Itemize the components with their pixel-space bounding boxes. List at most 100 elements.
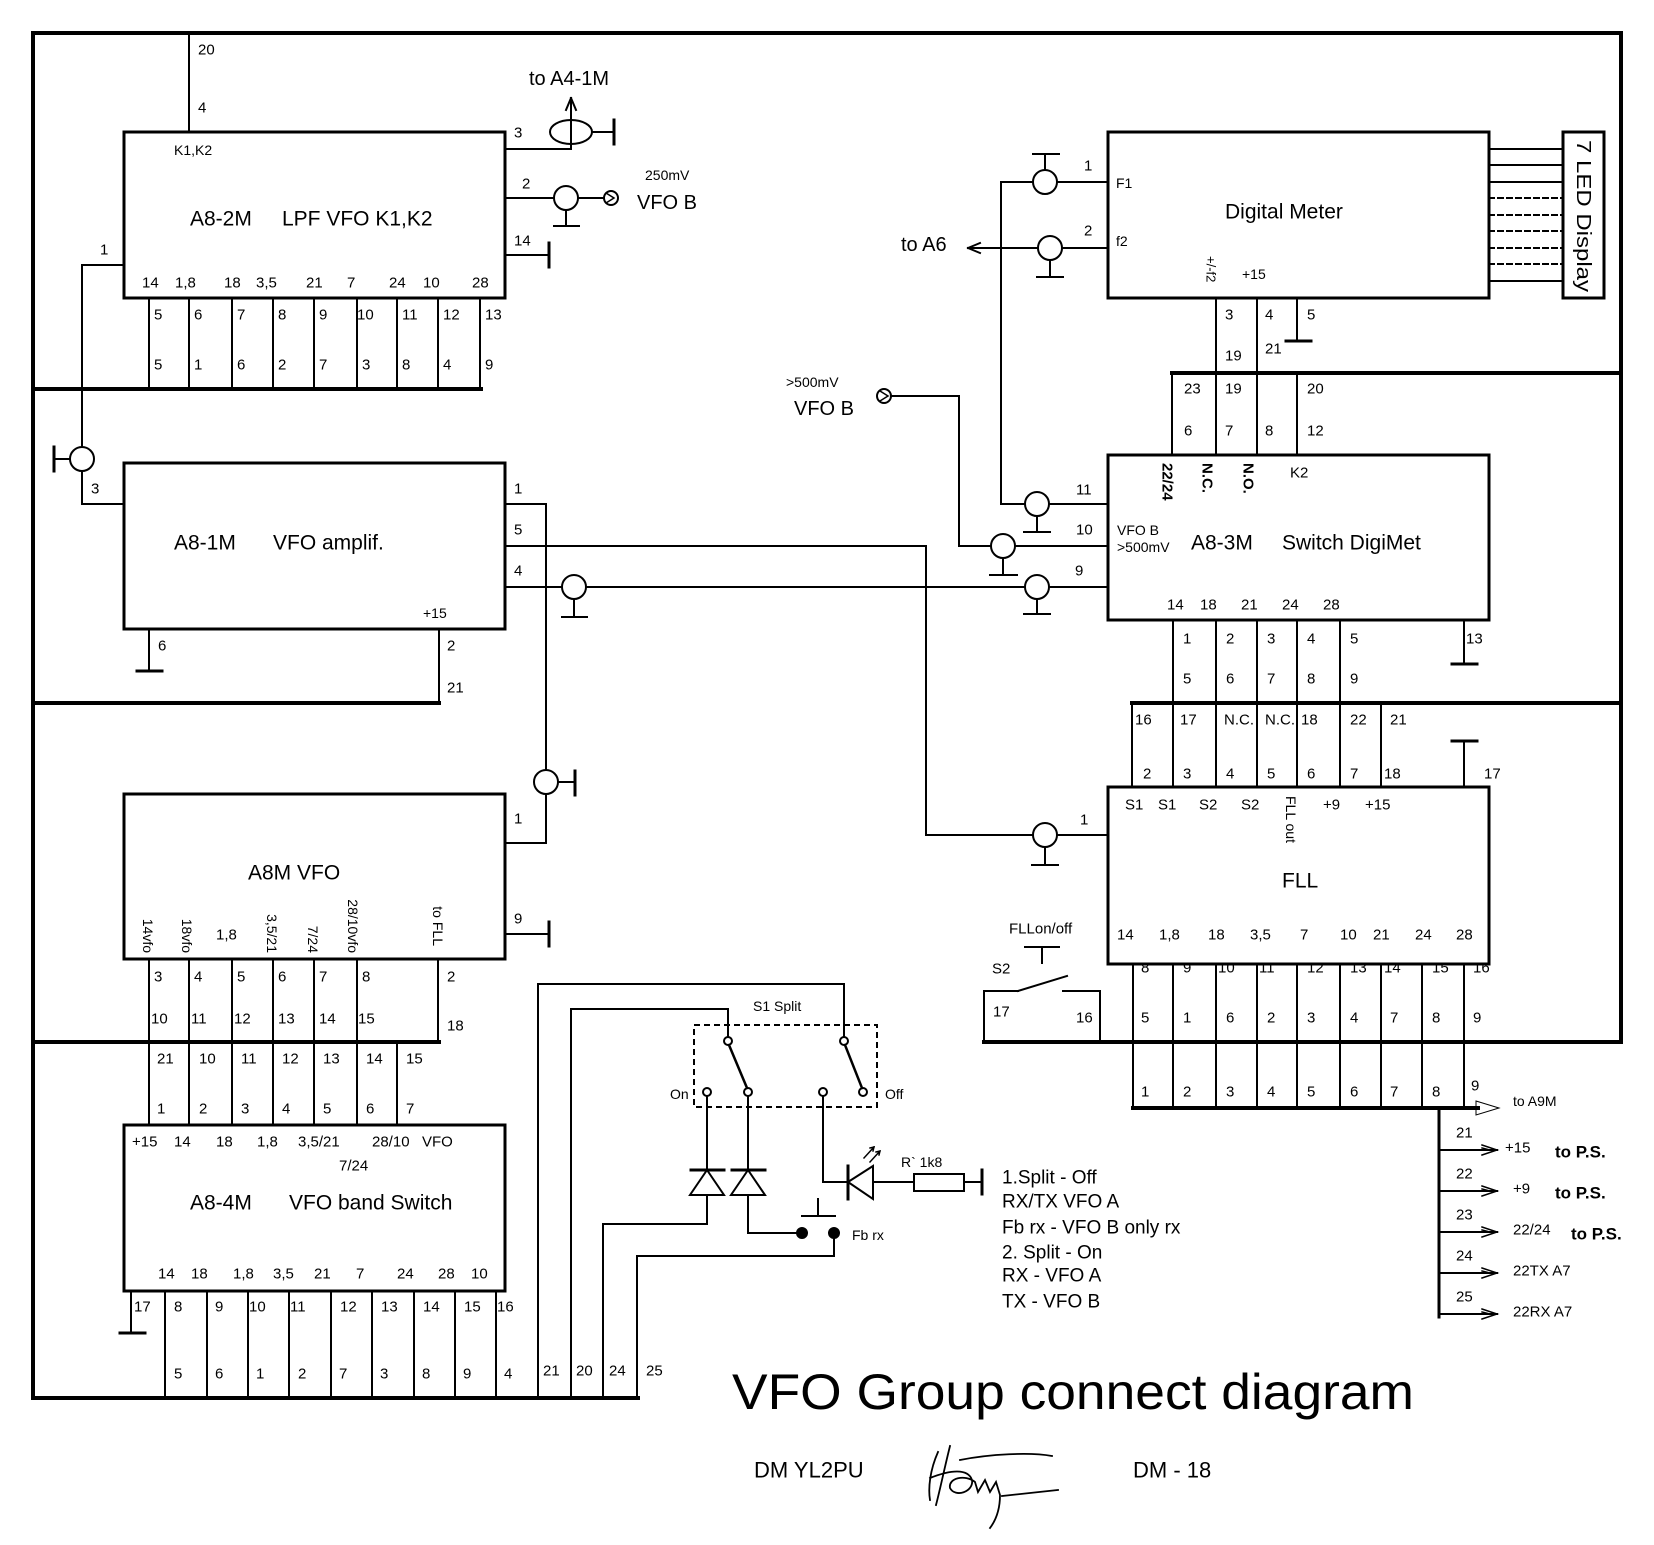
note-line: RX/TX VFO A <box>1002 1192 1120 1213</box>
arrow-right-icon <box>1481 1308 1500 1320</box>
band-label: 21 <box>1373 927 1390 944</box>
pin-label: 6 <box>1226 671 1234 688</box>
pin-label: 17 <box>993 1004 1010 1021</box>
pin-label: 14 <box>319 1011 336 1028</box>
pin-label: 18 <box>1301 712 1318 729</box>
wire <box>504 503 547 844</box>
pin-label: 1 <box>256 1366 264 1383</box>
wire <box>602 1194 708 1399</box>
pin-label: S2 <box>1241 797 1259 814</box>
pin-label: +9 <box>1323 797 1340 814</box>
pin-label: 7 <box>1225 423 1233 440</box>
pin-label: 5 <box>514 522 522 539</box>
level-label: >500mV <box>786 374 839 390</box>
note-line: Fb rx - VFO B only rx <box>1002 1218 1181 1239</box>
ground-icon <box>989 557 1018 576</box>
output-destination-label: to P.S. <box>1555 1143 1606 1162</box>
pin-label: 13 <box>485 307 502 324</box>
ground-icon <box>1031 846 1059 866</box>
pin-label: 1 <box>514 481 522 498</box>
module-name: A8-1M <box>174 532 236 555</box>
pin-label: 13 <box>1350 960 1367 977</box>
pin-label: 14 <box>366 1051 383 1068</box>
supply-label: +15 <box>423 605 447 621</box>
pin-label: +/-f2 <box>1204 256 1219 282</box>
note-line: 2. Split - On <box>1002 1243 1102 1264</box>
band-label: 21 <box>314 1266 331 1283</box>
module-function: VFO band Switch <box>289 1192 452 1215</box>
pin-label: 8 <box>1432 1084 1440 1101</box>
coax-connector-icon <box>533 769 559 795</box>
pin-label: 4 <box>1265 307 1273 324</box>
arrow-right-icon <box>1481 1144 1500 1156</box>
pin-label: 8 <box>422 1366 430 1383</box>
pin-label: 2 <box>278 357 286 374</box>
pin-label: 24 <box>1456 1248 1473 1265</box>
band-label: 7 <box>1300 927 1308 944</box>
band-label: 28/10 <box>372 1134 410 1151</box>
pin-label: 4 <box>198 100 206 117</box>
fll-on-off-label: FLLon/off <box>1009 921 1073 938</box>
wire <box>570 1008 729 1399</box>
pin-label: 1 <box>1141 1084 1149 1101</box>
pin-label: 7 <box>1390 1010 1398 1027</box>
module-name: A8-3M <box>1191 532 1253 555</box>
switch-s2-label: S2 <box>992 961 1010 978</box>
band-label: 24 <box>1415 927 1432 944</box>
pin-label: 17 <box>1180 712 1197 729</box>
module-a8-3m <box>1106 453 1491 622</box>
fb-rx-button-label: Fb rx <box>852 1227 884 1243</box>
pin-label: 11 <box>191 1011 207 1028</box>
pin-label: 3 <box>241 1101 249 1118</box>
pin-label: 2 <box>522 176 530 193</box>
coax-connector-icon <box>990 533 1016 559</box>
wire <box>890 395 1109 547</box>
pin-label: 5 <box>1307 1084 1315 1101</box>
pin-label: 4 <box>443 357 451 374</box>
pin-label: 9 <box>485 357 493 374</box>
pin-label: F1 <box>1116 175 1133 191</box>
pin-label: 4 <box>1350 1010 1358 1027</box>
pin-label: 3 <box>514 125 522 142</box>
pin-label: 6 <box>215 1366 223 1383</box>
pin-label: 3 <box>1307 1010 1315 1027</box>
output-signal-label: 22TX A7 <box>1513 1263 1571 1280</box>
band-label: 1,8 <box>216 927 237 944</box>
pin-label: 3 <box>1183 766 1191 783</box>
pin-label: 7 <box>1267 671 1275 688</box>
level-label: 250mV <box>645 167 690 183</box>
pin-label: 3 <box>91 481 99 498</box>
pin-label: 1 <box>157 1101 165 1118</box>
pin-label: 5 <box>154 357 162 374</box>
wire <box>1062 990 1101 1043</box>
level-label: >500mV <box>1117 539 1170 555</box>
pin-label: 6 <box>1184 423 1192 440</box>
band-label: to FLL <box>430 906 446 946</box>
pin-label: 12 <box>340 1299 357 1316</box>
pin-label: 3 <box>154 969 162 986</box>
output-signal-label: +9 <box>1513 1181 1530 1198</box>
wire <box>636 1232 835 1399</box>
pin-label: 6 <box>366 1101 374 1118</box>
wire <box>504 97 572 150</box>
switch-contact-icon <box>839 1036 849 1046</box>
pin-label: 16 <box>497 1299 514 1316</box>
pin-label: S1 <box>1158 797 1176 814</box>
diode-icon <box>729 1168 767 1196</box>
pin-label: 8 <box>1307 671 1315 688</box>
pin-label: 12 <box>1307 423 1324 440</box>
pin-label: 6 <box>158 638 166 655</box>
band-label: 24 <box>1282 597 1299 614</box>
pin-label: 4 <box>1307 631 1315 648</box>
band-label: 14vfo <box>140 919 156 953</box>
pin-label: 17 <box>134 1299 151 1316</box>
signal-input-icon <box>876 388 892 404</box>
signal-input-icon <box>604 191 616 205</box>
arrow-right-icon <box>1481 1267 1500 1279</box>
pin-label: 21 <box>157 1051 174 1068</box>
wire <box>81 264 125 505</box>
pin-label: 5 <box>1267 766 1275 783</box>
signal-input-icon <box>878 389 890 403</box>
module-name: A8-4M <box>190 1192 252 1215</box>
